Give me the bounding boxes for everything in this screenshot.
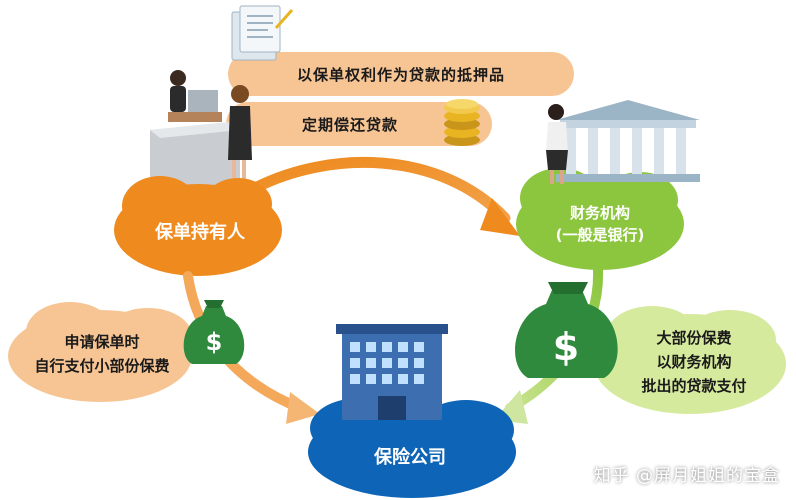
loan-pay-note: 大部份保费 以财务机构 批出的贷款支付 — [610, 322, 778, 402]
finance-cloud — [516, 168, 684, 270]
insurer-cloud — [308, 398, 516, 498]
self-pay-note-cloud — [8, 302, 192, 402]
insurer-node: 保险公司 — [330, 436, 490, 476]
repay-label: 定期偿还贷款 — [250, 102, 450, 146]
money-bag-icon: $ — [183, 300, 245, 364]
holder-cloud — [114, 176, 282, 276]
coin-stack-icon — [444, 99, 480, 146]
money-bag-icon: $ — [515, 282, 618, 378]
holder-to-finance-arrow — [249, 156, 511, 224]
self-pay-line1: 申请保单时 — [64, 333, 140, 351]
svg-text:$: $ — [206, 328, 223, 356]
insurer-label: 保险公司 — [374, 447, 446, 468]
holder-label: 保单持有人 — [155, 222, 245, 243]
collateral-arrow-shape — [228, 52, 574, 96]
holder-to-insurer-arrowhead — [286, 392, 320, 424]
collateral-label: 以保单权利作为贷款的抵押品 — [250, 52, 552, 96]
collateral-text: 以保单权利作为贷款的抵押品 — [296, 65, 505, 84]
person-icon — [170, 70, 252, 188]
loan-pay-note-cloud — [594, 306, 786, 414]
finance-node: 财务机构 (一般是银行) — [520, 196, 680, 252]
svg-text:$: $ — [553, 325, 579, 369]
holder-to-finance-arrowhead — [480, 198, 520, 236]
repay-text: 定期偿还贷款 — [301, 115, 398, 134]
document-icon — [231, 5, 294, 61]
watermark: 知乎 @屏月姐姐的宝盒 — [593, 466, 780, 486]
loan-pay-line3: 批出的贷款支付 — [641, 377, 747, 395]
holder-node: 保单持有人 — [120, 206, 280, 256]
loan-pay-line1: 大部份保费 — [656, 329, 732, 347]
office-building-icon — [336, 324, 448, 420]
bank-icon — [556, 100, 700, 182]
person-icon — [546, 104, 568, 184]
loan-pay-line2: 以财务机构 — [656, 353, 732, 371]
reception-desk-icon — [150, 90, 240, 196]
finance-label-line2: (一般是银行) — [555, 226, 645, 244]
self-pay-line2: 自行支付小部份保费 — [34, 357, 170, 375]
repay-arrow-shape — [226, 102, 492, 146]
self-pay-note: 申请保单时 自行支付小部份保费 — [14, 324, 190, 384]
finance-label-line1: 财务机构 — [569, 204, 630, 222]
